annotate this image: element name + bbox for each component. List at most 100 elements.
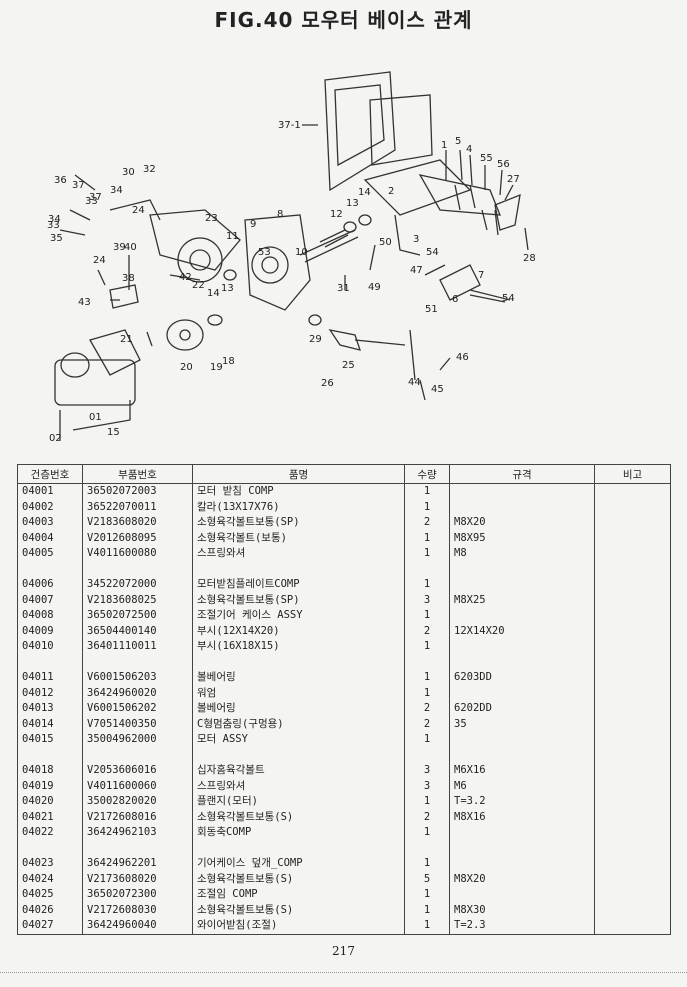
callout-label: 44 [408,377,421,388]
cell-part-name: 소형육각볼트보통(SP) [192,592,405,608]
cell-item-no [17,840,83,856]
cell-spec: T=2.3 [449,918,595,935]
cell-spec [449,887,595,903]
cell-spec [449,499,595,515]
cell-qty: 1 [404,577,450,593]
cell-spec: 6202DD [449,701,595,717]
cell-item-no: 04024 [17,871,83,887]
callout-label: 49 [368,282,381,293]
cell-part-name: 스프링와셔 [192,778,405,794]
cell-spec [449,561,595,577]
cell-part-no: V2173608020 [82,871,193,887]
cell-item-no: 04006 [17,577,83,593]
cell-remarks [594,871,671,887]
callout-label: 38 [122,273,135,284]
callout-label: 37 [72,180,85,191]
table-header-row: 건층번호 부품번호 품명 수량 규격 비고 [17,464,671,484]
cell-remarks [594,670,671,686]
cell-qty: 1 [404,546,450,562]
callout-label: 39 [113,242,126,253]
cell-spec [449,608,595,624]
cell-spec: M8X30 [449,902,595,918]
callout-label: 20 [180,362,193,373]
callout-label: 45 [431,384,444,395]
cell-spec: M8X20 [449,871,595,887]
callout-label: 29 [309,334,322,345]
cell-qty: 1 [404,732,450,748]
cell-part-no: 36502072500 [82,608,193,624]
cell-spec [449,825,595,841]
callout-label: 51 [425,304,438,315]
cell-part-no [82,747,193,763]
cell-part-name: 소형육각볼트(보통) [192,530,405,546]
cell-qty: 3 [404,592,450,608]
table-row [17,747,671,763]
callout-label: 24 [132,205,145,216]
header-remarks: 비고 [594,464,671,484]
cell-remarks [594,577,671,593]
cell-remarks [594,902,671,918]
cell-qty: 2 [404,716,450,732]
frame-plate-shape [324,71,396,192]
cell-qty: 1 [404,902,450,918]
table-row [17,654,671,670]
cell-part-name: 부시(16X18X15) [192,639,405,655]
cell-remarks [594,654,671,670]
cell-remarks [594,794,671,810]
callout-label: 9 [250,219,256,230]
cell-remarks [594,608,671,624]
cell-qty [404,654,450,670]
cell-spec [449,856,595,872]
callout-label: 28 [523,253,536,264]
cell-spec: M8X20 [449,515,595,531]
cell-remarks [594,732,671,748]
cell-qty: 1 [404,639,450,655]
callout-label: 11 [226,231,239,242]
cell-qty: 2 [404,623,450,639]
cell-part-name: 십자홈육각볼트 [192,763,405,779]
cell-item-no: 04010 [17,639,83,655]
cell-spec: M8X16 [449,809,595,825]
callout-label: 6 [452,294,458,305]
header-spec: 규격 [449,464,595,484]
header-qty: 수량 [404,464,450,484]
cell-part-name: 와이어받침(조절) [192,918,405,935]
cell-item-no: 04014 [17,716,83,732]
cell-item-no: 04007 [17,592,83,608]
cell-qty: 3 [404,763,450,779]
cell-qty: 3 [404,778,450,794]
cell-part-name: 스프링와셔 [192,546,405,562]
cell-part-no: 36424962201 [82,856,193,872]
callout-label: 15 [107,427,120,438]
cell-part-no: 36424960040 [82,918,193,935]
callout-label: 19 [210,362,223,373]
cell-remarks [594,530,671,546]
cell-part-no: V2012608095 [82,530,193,546]
cell-qty: 2 [404,515,450,531]
cell-part-name: 모터받침플레이트COMP [192,577,405,593]
cell-item-no: 04018 [17,763,83,779]
callout-label: 1 [441,140,447,151]
cell-qty: 1 [404,887,450,903]
cell-item-no: 04003 [17,515,83,531]
cell-part-name: 볼베어링 [192,701,405,717]
cell-spec: T=3.2 [449,794,595,810]
cell-remarks [594,639,671,655]
cell-item-no: 04013 [17,701,83,717]
cell-part-no: 36424960020 [82,685,193,701]
cell-part-no: V7051400350 [82,716,193,732]
cell-part-name [192,747,405,763]
cell-qty [404,561,450,577]
callout-label: 35 [50,233,63,244]
cell-part-no [82,654,193,670]
cell-spec: 6203DD [449,670,595,686]
cell-item-no: 04019 [17,778,83,794]
